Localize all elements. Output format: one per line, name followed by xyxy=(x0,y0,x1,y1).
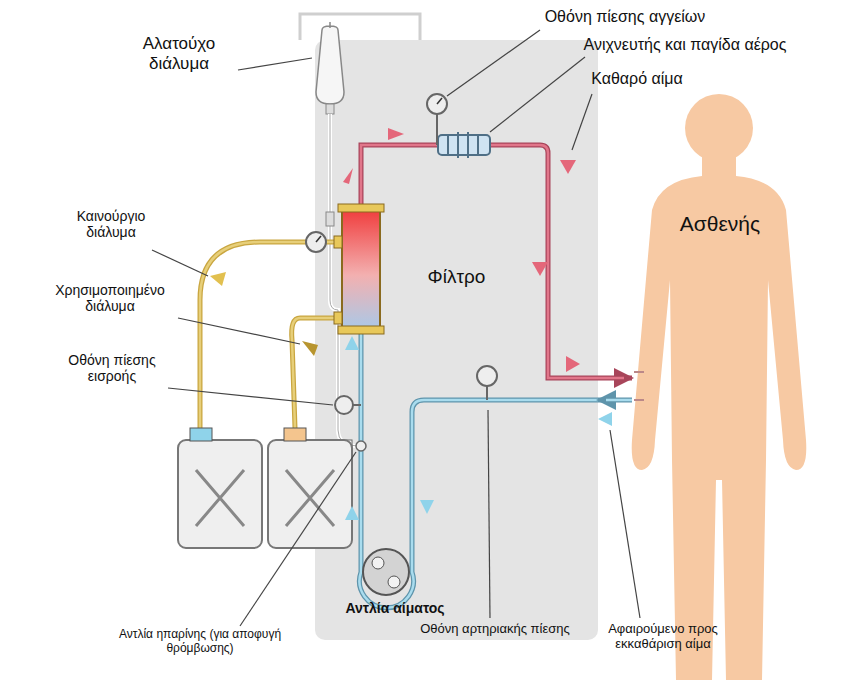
arterial-pressure-gauge xyxy=(477,366,497,386)
saline-clamp xyxy=(326,212,334,226)
filter-port xyxy=(334,312,342,324)
callout-label: Χρησιμοποιημένο διάλυμα xyxy=(40,282,180,314)
flow-arrow xyxy=(343,168,353,184)
callout-label: Καινούργιο διάλυμα xyxy=(56,208,166,240)
leader-line xyxy=(178,318,300,344)
used-dialysate-canister xyxy=(268,440,352,548)
flow-arrow xyxy=(210,272,226,286)
flow-arrow xyxy=(345,506,359,520)
leader-line xyxy=(168,388,333,405)
heparin-junction xyxy=(356,441,366,451)
connector-path xyxy=(598,376,632,381)
callout-label: Αντλία ηπαρίνης (για αποφυγή θρόμβωσης) xyxy=(100,628,300,656)
leader-line xyxy=(488,410,490,618)
callout-label: Καθαρό αίμα xyxy=(572,70,702,88)
air-trap-rings xyxy=(448,132,478,158)
callout-label: Οθόνη πίεσης εισροής xyxy=(52,352,172,384)
blood-pump xyxy=(363,549,409,595)
filter-cap xyxy=(338,326,384,334)
inflow-pressure-gauge xyxy=(335,396,353,414)
callout-label: Οθόνη αρτηριακής πίεσης xyxy=(420,622,570,637)
callout-label: Ανιχνευτής και παγίδα αέρος xyxy=(540,36,830,54)
flow-arrow xyxy=(302,341,318,356)
canister-cap xyxy=(284,428,306,441)
callout-label: Αφαιρούμενο προς εκκαθάριση αίμα xyxy=(578,622,748,652)
leader-lines xyxy=(152,30,640,626)
callout-label: Οθόνη πίεσης αγγείων xyxy=(500,8,750,26)
callout-label: Αλατούχο διάλυμα xyxy=(120,34,238,73)
canister-cap xyxy=(190,428,212,441)
machine-panel xyxy=(315,40,598,640)
patient-head xyxy=(685,94,753,162)
venous-blood-line-core xyxy=(361,145,598,378)
blood-line-connector xyxy=(598,400,632,401)
fresh-dialysate-canister xyxy=(178,440,262,548)
flow-arrow xyxy=(598,412,612,426)
leader-line xyxy=(610,430,640,618)
arterial-gauge-stem xyxy=(486,385,488,400)
pump-roller xyxy=(388,576,400,588)
filter-cap xyxy=(338,204,384,212)
leader-line xyxy=(152,250,208,276)
used-dialysate-tube xyxy=(292,318,342,428)
leader-line xyxy=(240,452,356,626)
machine-panel-node: Φίλτρο xyxy=(315,40,598,640)
dialysate-gauge xyxy=(306,232,326,252)
filter-port xyxy=(334,236,342,248)
flow-arrow xyxy=(532,262,548,276)
gauge-needle xyxy=(437,98,442,104)
connector-core xyxy=(606,399,632,402)
leader-line xyxy=(490,57,585,132)
patient-body xyxy=(632,156,807,680)
flow-arrow xyxy=(420,500,434,514)
flow-arrow xyxy=(566,356,580,372)
leader-line xyxy=(572,94,592,150)
patient-node: Ασθενής xyxy=(632,94,808,680)
venous-pressure-gauge xyxy=(427,94,447,114)
node-label: Φίλτρο xyxy=(428,266,486,288)
arterial-blood-line xyxy=(360,330,599,608)
connector-core xyxy=(598,377,624,380)
air-trap xyxy=(438,135,490,155)
flow-arrow xyxy=(345,336,359,350)
flow-arrow xyxy=(388,128,404,140)
leader-line xyxy=(238,58,312,70)
node-label: Ασθενής xyxy=(680,212,760,236)
fresh-dialysate-tube-core xyxy=(200,242,342,428)
used-dialysate-tube-core xyxy=(292,318,342,428)
saline-bag xyxy=(316,22,344,104)
fresh-dialysate-tube xyxy=(200,242,342,428)
venous-gauge-stem xyxy=(436,112,438,145)
drip-chamber xyxy=(326,104,334,114)
dialyzer-filter xyxy=(342,208,380,330)
blood-line-connector xyxy=(598,378,632,379)
inflow-gauge-stem xyxy=(353,404,361,406)
connector-path xyxy=(598,398,632,403)
canister-mark xyxy=(286,470,334,526)
callout-label: Αντλία αίματος xyxy=(320,600,470,616)
gauge-needle xyxy=(316,236,321,242)
flow-arrow xyxy=(560,160,576,174)
iv-pole xyxy=(300,14,420,40)
leader-line xyxy=(447,30,540,96)
pump-roller xyxy=(372,557,384,569)
canister-mark xyxy=(196,470,244,526)
venous-blood-line xyxy=(361,145,598,378)
arterial-blood-line-core xyxy=(360,330,599,608)
vascular-access xyxy=(634,372,644,400)
